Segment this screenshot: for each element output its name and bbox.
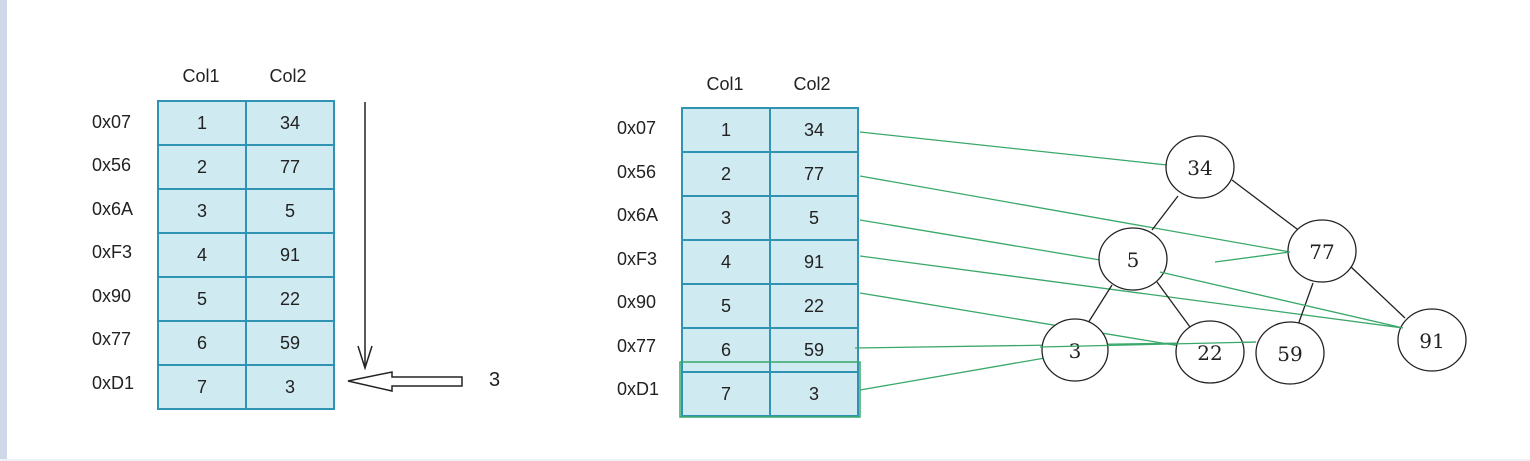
tree-edge (1349, 265, 1406, 319)
link-line (859, 357, 1046, 391)
left-cell-col1: 4 (157, 232, 247, 278)
left-cell-col1: 1 (157, 100, 247, 146)
left-addr-5: 0x77 (92, 329, 132, 349)
left-addr-3: 0xF3 (92, 242, 133, 262)
tree-node-59: 59 (1255, 321, 1325, 385)
tree-node-label: 3 (1069, 339, 1082, 363)
right-addr-1: 0x56 (617, 162, 657, 182)
tree-edge (1087, 284, 1113, 324)
link-overdraw (1039, 251, 1404, 348)
left-addr-0: 0x07 (92, 112, 132, 132)
tree-edges (1087, 179, 1406, 328)
left-cell-col2: 77 (245, 144, 335, 190)
tree-node-34: 34 (1165, 135, 1235, 199)
tree-node-label: 34 (1187, 156, 1212, 180)
right-cell-col2: 34 (769, 107, 859, 153)
link-line (859, 255, 1404, 329)
right-cell-col1: 5 (681, 283, 771, 329)
right-addr-4: 0x90 (617, 292, 657, 312)
left-cell-col1: 2 (157, 144, 247, 190)
scan-down-arrow (357, 102, 373, 371)
left-addr-2: 0x6A (92, 199, 134, 219)
left-addr-1: 0x56 (92, 155, 132, 175)
left-cell-col1: 5 (157, 276, 247, 322)
search-value-label: 3 (489, 369, 501, 391)
right-cell-col2: 59 (769, 327, 859, 373)
link-line (859, 131, 1168, 166)
right-cell-col2: 77 (769, 151, 859, 197)
right-addr-5: 0x77 (617, 336, 657, 356)
right-addr-6: 0xD1 (617, 379, 660, 399)
tree-node-91: 91 (1397, 308, 1467, 372)
left-cell-col2: 22 (245, 276, 335, 322)
highlight-row-box (679, 361, 861, 418)
right-addr-2: 0x6A (617, 205, 659, 225)
left-cell-col2: 59 (245, 320, 335, 366)
left-cell-col2: 34 (245, 100, 335, 146)
tree-node-label: 22 (1197, 341, 1222, 365)
tree-node-label: 91 (1419, 329, 1444, 353)
left-cell-col2: 3 (245, 364, 335, 410)
right-cell-col1: 7 (681, 371, 771, 417)
tree-node-label: 77 (1309, 240, 1334, 264)
left-cell-col2: 5 (245, 188, 335, 234)
right-cell-col2: 22 (769, 283, 859, 329)
left-addr-4: 0x90 (92, 286, 132, 306)
left-edge-bar (0, 0, 7, 461)
link-line (859, 219, 1101, 261)
right-cell-col2: 5 (769, 195, 859, 241)
left-col2-header: Col2 (269, 66, 307, 86)
right-col1-header: Col1 (706, 74, 744, 94)
tree-edge (1231, 179, 1302, 233)
right-cell-col1: 3 (681, 195, 771, 241)
right-addr-3: 0xF3 (617, 249, 658, 269)
tree-node-5: 5 (1098, 227, 1168, 291)
right-cell-col1: 1 (681, 107, 771, 153)
bottom-edge-bar (0, 459, 1530, 461)
tree-edge (1156, 281, 1191, 328)
left-addr-6: 0xD1 (92, 373, 135, 393)
left-cell-col2: 91 (245, 232, 335, 278)
tree-node-3: 3 (1041, 318, 1109, 382)
left-col1-header: Col1 (182, 66, 220, 86)
right-cell-col1: 4 (681, 239, 771, 285)
tree-edge (1297, 282, 1314, 326)
right-col2-header: Col2 (793, 74, 831, 94)
left-cell-col1: 7 (157, 364, 247, 410)
link-line (859, 292, 1181, 347)
left-cell-col1: 3 (157, 188, 247, 234)
right-cell-col2: 91 (769, 239, 859, 285)
tree-node-22: 22 (1175, 320, 1245, 384)
link-line (859, 175, 1291, 253)
tree-node-label: 5 (1127, 248, 1140, 272)
tree-edge (1151, 195, 1179, 231)
search-pointer-arrow (347, 371, 463, 392)
left-cell-col1: 6 (157, 320, 247, 366)
tree-node-label: 59 (1277, 342, 1302, 366)
right-cell-col1: 2 (681, 151, 771, 197)
right-addr-0: 0x07 (617, 118, 657, 138)
right-cell-col2: 3 (769, 371, 859, 417)
right-cell-col1: 6 (681, 327, 771, 373)
tree-node-77: 77 (1287, 219, 1357, 283)
